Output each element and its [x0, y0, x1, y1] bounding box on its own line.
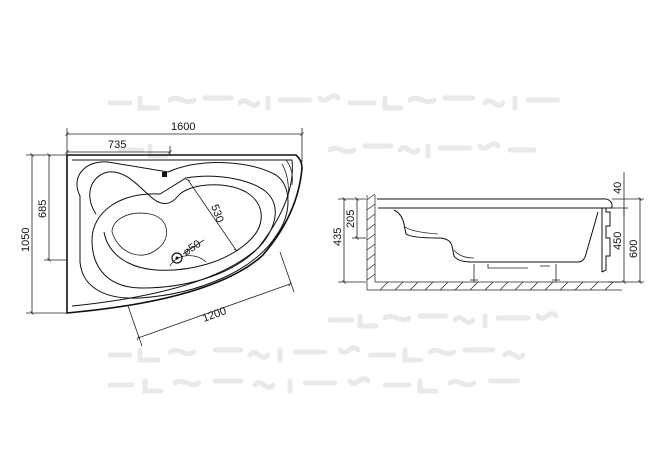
armrest: [169, 255, 207, 267]
basin-profile: [393, 209, 599, 263]
legs: [470, 264, 560, 282]
dim-line-530: [185, 179, 239, 251]
drain-circle: [171, 252, 183, 264]
dim-1600: 1600: [171, 121, 195, 133]
dim-line-1200: [136, 281, 292, 341]
wall-hatch: [366, 193, 376, 290]
dim-530: 530: [208, 203, 226, 224]
side-view: 435 205 40 450 600: [332, 172, 644, 291]
dim-line-50: [182, 239, 205, 255]
watermark: [107, 93, 561, 394]
dim-40: 40: [612, 182, 624, 194]
floor-hatch: [367, 281, 622, 291]
dim-600: 600: [628, 240, 640, 258]
dim-50: ⌀50: [181, 238, 203, 258]
basin-profile-inner: [403, 225, 475, 259]
dim-435: 435: [332, 228, 344, 246]
rim: [377, 198, 613, 209]
inner-seat: [111, 212, 167, 256]
drain-center: [175, 256, 179, 260]
dim-685: 685: [37, 200, 49, 218]
dim-735: 735: [108, 139, 126, 151]
apron: [601, 208, 611, 273]
basin-outer: [76, 161, 289, 299]
dim-1200: 1200: [201, 305, 228, 325]
plan-view: 1600 735 1050 685 530 ⌀50 1200: [20, 121, 304, 347]
dim-1050: 1050: [20, 228, 32, 252]
headrest: [89, 171, 262, 271]
plan-rim-corner: [281, 159, 293, 199]
dim-205: 205: [345, 210, 357, 228]
dim-450: 450: [612, 232, 624, 250]
overflow-square: [162, 172, 167, 177]
